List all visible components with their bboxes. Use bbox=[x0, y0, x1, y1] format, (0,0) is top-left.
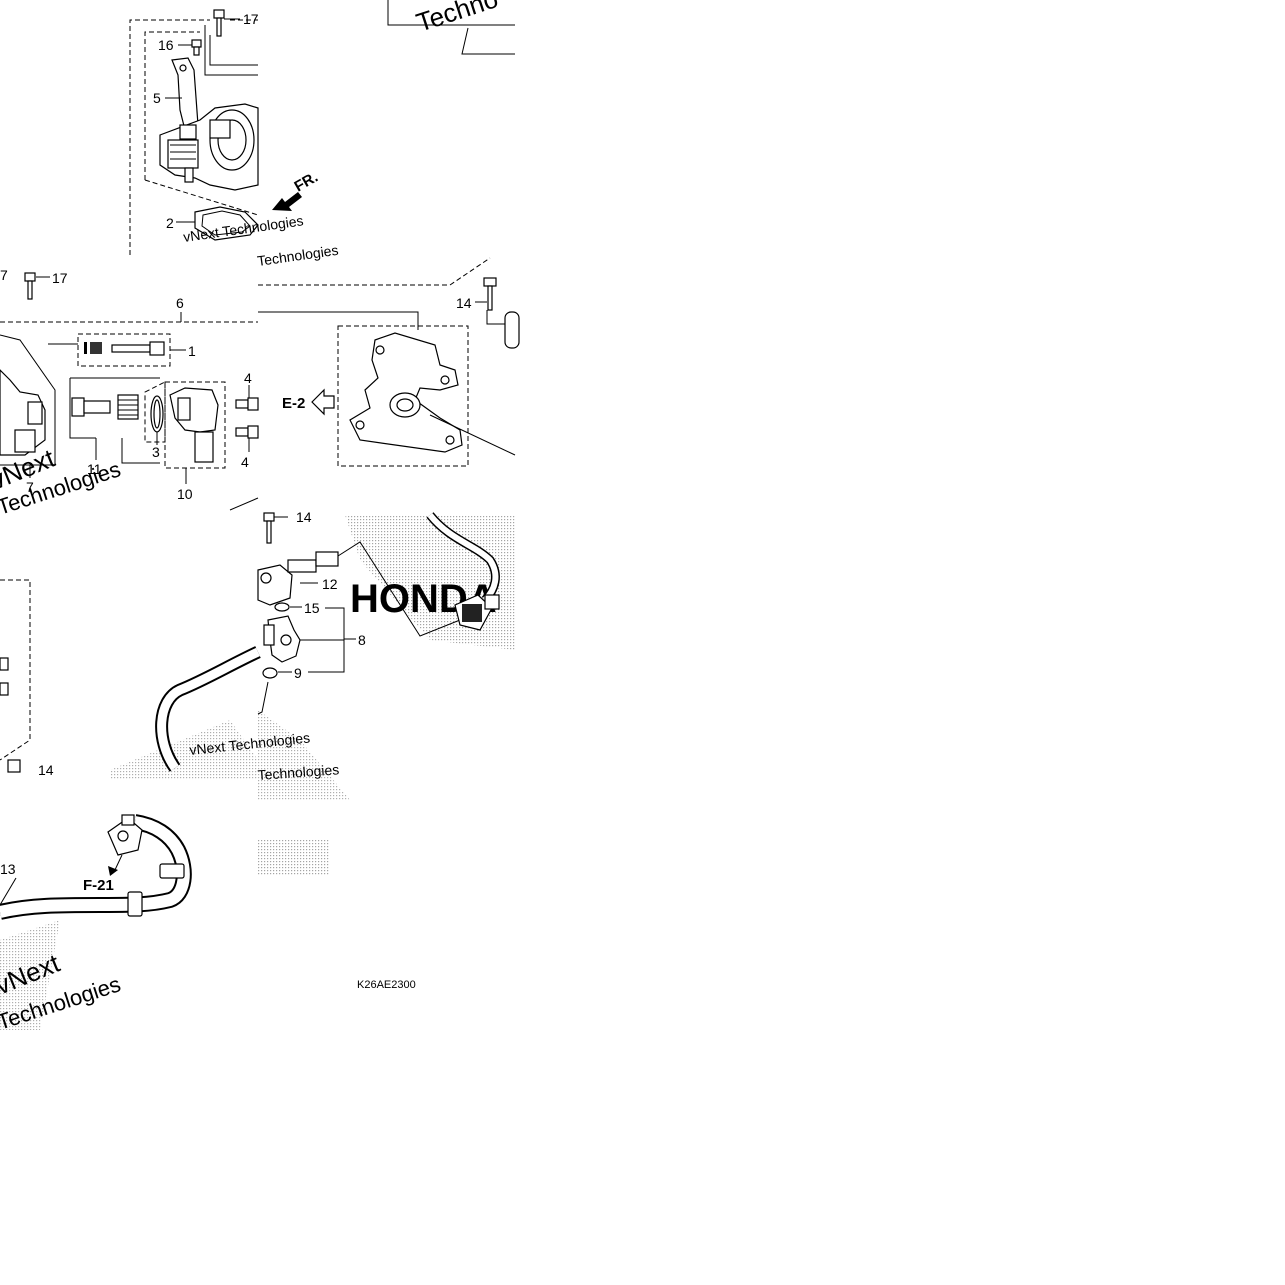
svg-text:Techno: Techno bbox=[413, 0, 502, 38]
throttle-body-icon bbox=[159, 103, 259, 191]
bolt-17-icon bbox=[24, 272, 36, 300]
reference-f21-label: F-21 bbox=[83, 877, 114, 894]
callout-2: 2 bbox=[166, 215, 174, 231]
screw-16-icon bbox=[191, 39, 202, 56]
reference-e2-label: E-2 bbox=[282, 395, 305, 412]
callout-14-lower: 14 bbox=[296, 509, 312, 525]
callout-10: 10 bbox=[177, 486, 193, 502]
callout-6: 6 bbox=[176, 295, 184, 311]
intake-insulator-icon bbox=[349, 332, 463, 453]
callout-8: 8 bbox=[358, 632, 366, 648]
fuel-injector-group: 14 14 12 15 8 bbox=[0, 509, 500, 783]
o-ring-icon bbox=[150, 395, 164, 433]
callout-13: 13 bbox=[0, 861, 16, 877]
callout-7-partial: 7 bbox=[0, 267, 8, 283]
screw-4-icon bbox=[235, 397, 259, 439]
fuel-joint-icon bbox=[257, 551, 339, 606]
sensor-bracket-icon bbox=[171, 57, 199, 131]
hose-clamp-icon bbox=[127, 863, 185, 917]
fuel-injector-icon bbox=[263, 615, 301, 663]
front-arrow-label: FR. bbox=[292, 169, 321, 196]
reference-arrow-icon bbox=[311, 388, 335, 416]
throttle-body-group: 17 16 5 bbox=[129, 9, 321, 255]
callout-17-top: 17 bbox=[243, 11, 259, 27]
callout-17-mid: 17 bbox=[52, 270, 68, 286]
callout-14-partial: 14 bbox=[38, 762, 54, 778]
svg-text:Technologies: Technologies bbox=[257, 761, 340, 783]
callout-3: 3 bbox=[152, 444, 160, 460]
quick-connector-icon bbox=[107, 814, 143, 856]
seal-9-icon bbox=[262, 667, 278, 679]
callout-1: 1 bbox=[188, 343, 196, 359]
idle-valve-body-icon bbox=[0, 369, 46, 456]
bolt-14-icon bbox=[483, 277, 497, 311]
callout-4-top: 4 bbox=[244, 370, 252, 386]
callout-14-right: 14 bbox=[456, 295, 472, 311]
o-ring-15-icon bbox=[274, 602, 290, 612]
spring-icon bbox=[117, 394, 139, 420]
front-direction-arrow-icon bbox=[272, 192, 302, 211]
bolt-14-icon bbox=[263, 512, 275, 544]
plunger-icon bbox=[71, 397, 111, 417]
diagram-code: K26AE2300 bbox=[357, 979, 416, 991]
svg-text:Technologies: Technologies bbox=[256, 242, 339, 269]
gasket-2-icon bbox=[194, 206, 259, 241]
valve-housing-icon bbox=[169, 387, 219, 463]
callout-16: 16 bbox=[158, 37, 174, 53]
callout-15: 15 bbox=[304, 600, 320, 616]
callout-4-bottom: 4 bbox=[241, 454, 249, 470]
fuel-hose-group: 13 F-21 vNext Technologies bbox=[0, 814, 192, 1035]
callout-5: 5 bbox=[153, 90, 161, 106]
hose-connector-icon bbox=[454, 594, 500, 631]
hose-clamp-icon bbox=[0, 657, 21, 773]
callout-9: 9 bbox=[294, 665, 302, 681]
valve-needle-icon bbox=[84, 341, 165, 356]
insulator-group: 14 E-2 Technologies bbox=[229, 242, 520, 511]
callout-12: 12 bbox=[322, 576, 338, 592]
top-right-fragment: Techno bbox=[387, 0, 515, 55]
panel-divider bbox=[258, 257, 491, 286]
callout-11: 11 bbox=[87, 461, 102, 477]
bolt-17-icon bbox=[213, 9, 225, 37]
callout-7: 7 bbox=[26, 479, 34, 495]
idle-air-control-group: 17 7 6 1 7 bbox=[0, 267, 259, 520]
